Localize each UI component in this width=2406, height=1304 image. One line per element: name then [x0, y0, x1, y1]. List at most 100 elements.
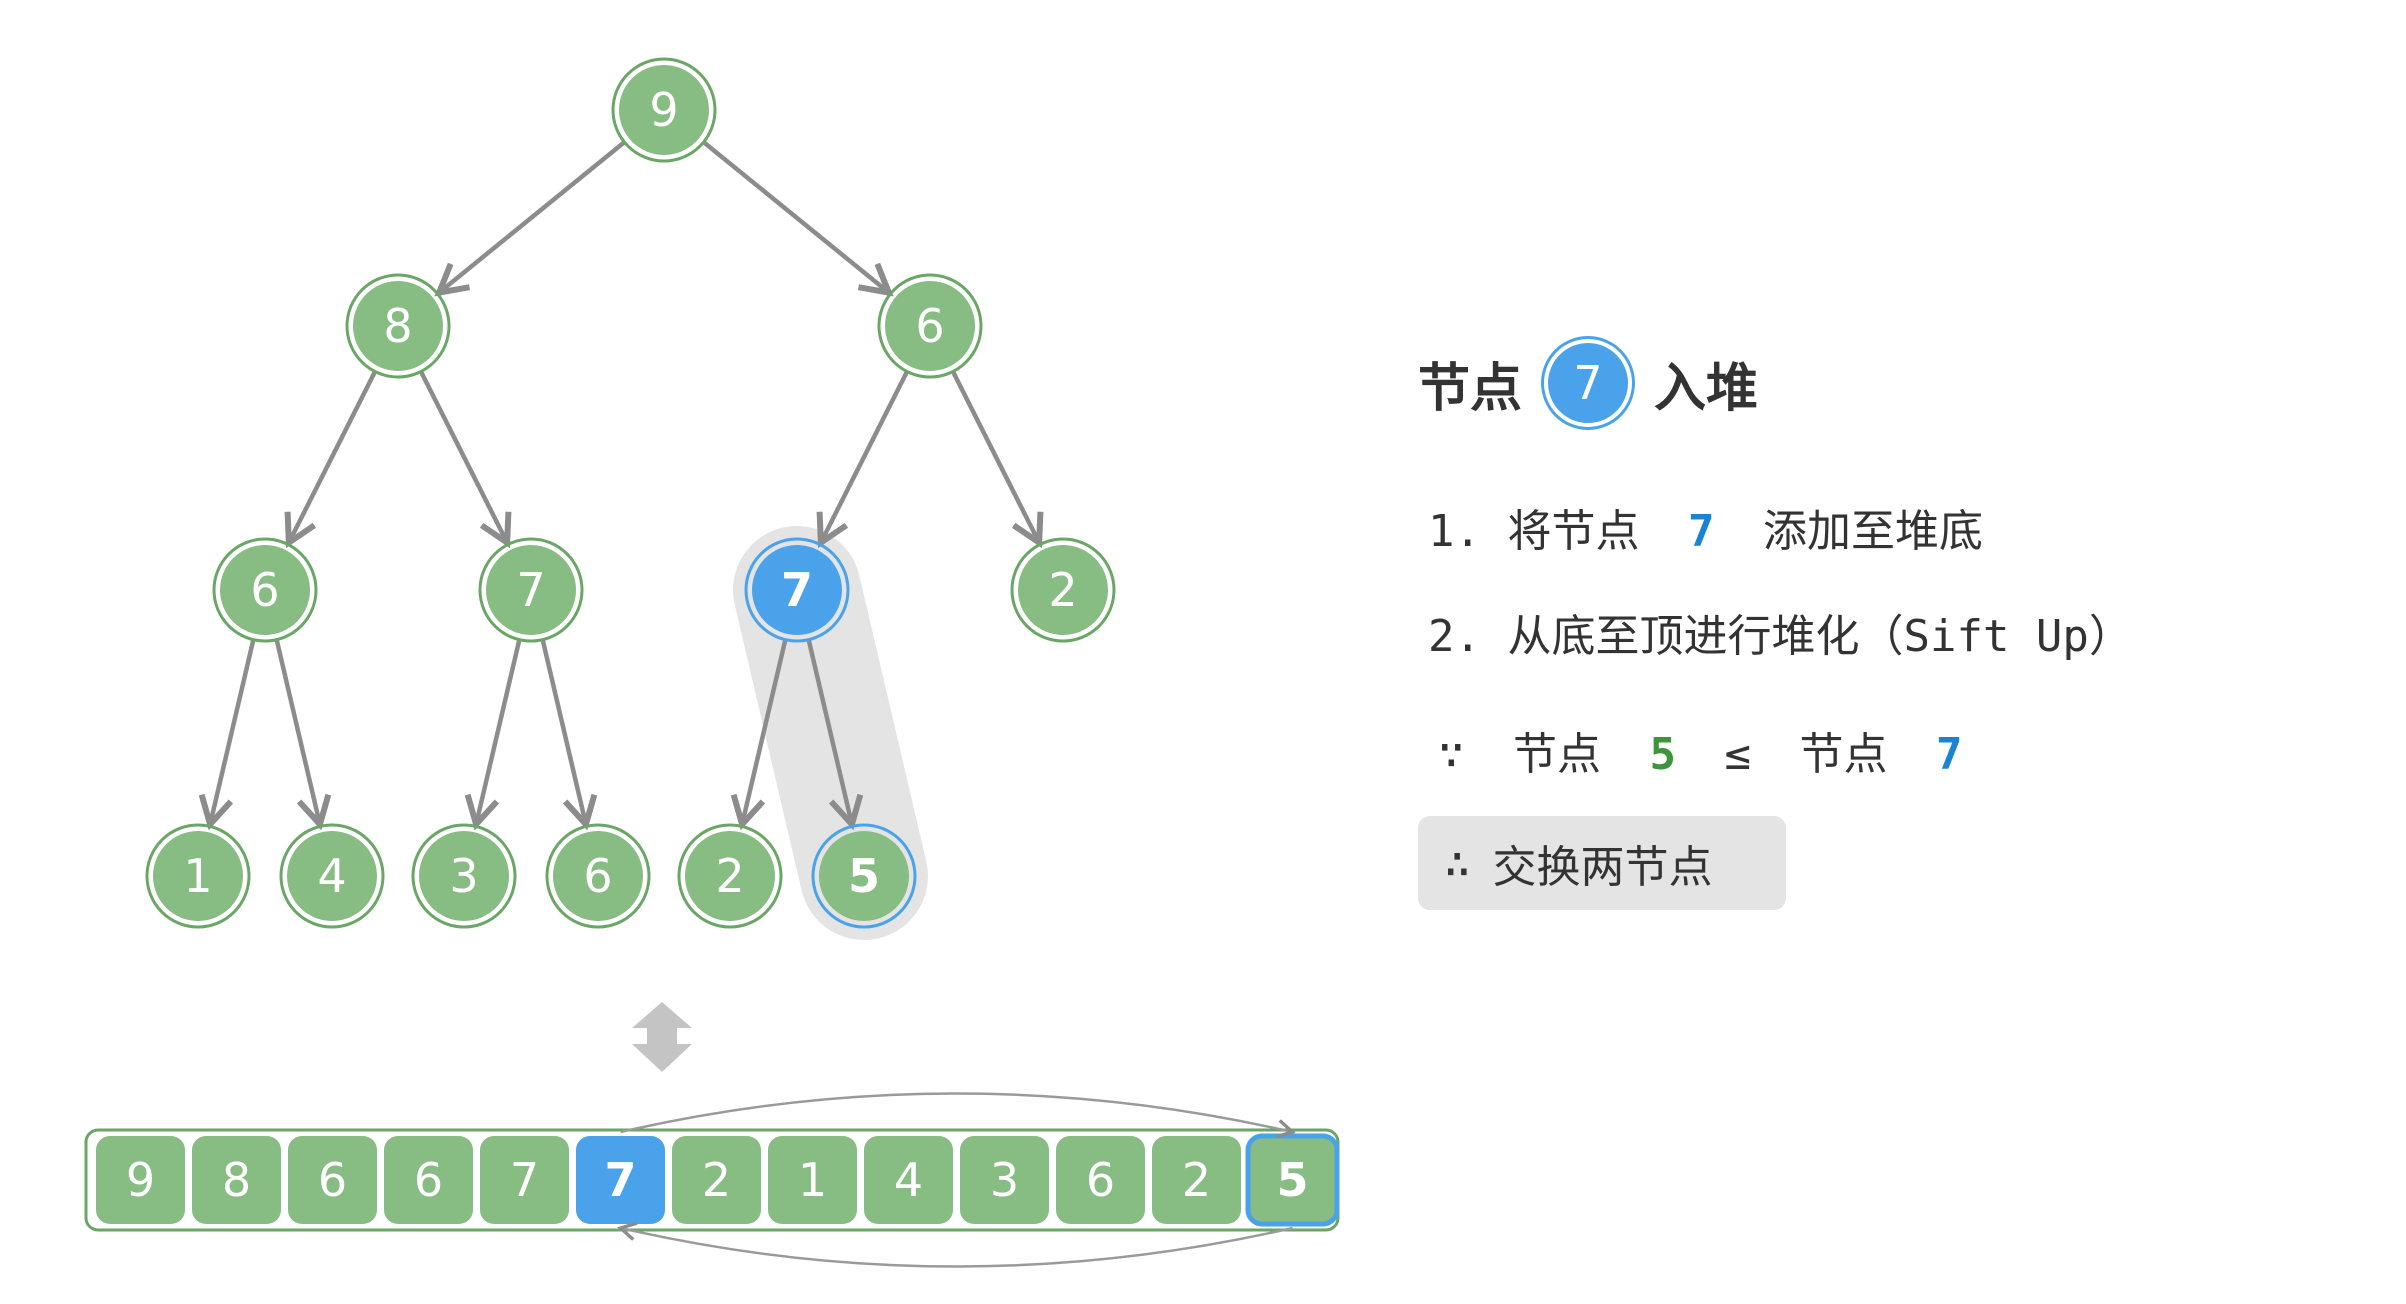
- tree-node-circle: [353, 281, 443, 371]
- tree-node-circle: [819, 831, 909, 921]
- array-swap-arrows: [620, 1092, 1293, 1268]
- tree-node-ring: [411, 823, 517, 929]
- tree-node: 8: [345, 273, 451, 379]
- array-cell-value: 2: [1182, 1153, 1211, 1207]
- array-cell-box: [576, 1136, 665, 1224]
- array-cell-value: 2: [702, 1153, 731, 1207]
- tree-node-ring: [145, 823, 251, 929]
- conclusion-text: 交换两节点: [1492, 842, 1713, 893]
- tree-edge: [439, 140, 626, 292]
- tree-node-ring: [677, 823, 783, 929]
- tree-edge: [476, 639, 522, 825]
- array-cell: 9: [96, 1136, 185, 1224]
- tree-node-circle: [153, 831, 243, 921]
- tree-edge: [950, 370, 1039, 543]
- tree-node: 2: [677, 823, 783, 929]
- tree-node-circle: [685, 831, 775, 921]
- tree-node: 3: [411, 823, 517, 929]
- tree-node-circle: [419, 831, 509, 921]
- array-cell: 3: [960, 1136, 1049, 1224]
- array-cell-box: [1152, 1136, 1241, 1224]
- tree-edge: [289, 370, 378, 543]
- tree-node-value: 6: [583, 849, 612, 903]
- array-cell-box: [384, 1136, 473, 1224]
- tree-edge: [210, 639, 256, 825]
- array-cell: 6: [1056, 1136, 1145, 1224]
- step-1-prefix: 1. 将节点: [1428, 506, 1640, 557]
- tree-node: 5: [811, 823, 917, 929]
- tree-node-value: 6: [915, 299, 944, 353]
- array-cell-value: 6: [318, 1153, 347, 1207]
- tree-node-value: 5: [848, 849, 880, 903]
- title-label-right: 入堆: [1654, 358, 1759, 419]
- cond-operator: ≤: [1724, 729, 1752, 780]
- tree-node-ring: [811, 823, 917, 929]
- array-cell: 7: [480, 1136, 569, 1224]
- array-cell-box: [864, 1136, 953, 1224]
- tree-node-circle: [885, 281, 975, 371]
- tree-edge: [540, 639, 586, 825]
- array-cell-box: [1056, 1136, 1145, 1224]
- conclusion-box: ∴ 交换两节点: [1418, 816, 1786, 910]
- tree-node: 9: [611, 57, 717, 163]
- tree-edge: [274, 639, 320, 825]
- tree-node-circle: [752, 545, 842, 635]
- cond-node-b-label: 节点: [1799, 729, 1888, 780]
- array-cell: 4: [864, 1136, 953, 1224]
- tree-node-circle: [553, 831, 643, 921]
- array-cell-box: [672, 1136, 761, 1224]
- tree-node: 6: [877, 273, 983, 379]
- tree-node-circle: [486, 545, 576, 635]
- tree-node-circle: [220, 545, 310, 635]
- tree-edge: [702, 140, 889, 292]
- step-1-value: 7: [1687, 506, 1715, 557]
- array-cell-value: 9: [126, 1153, 155, 1207]
- array-cell-value: 5: [1276, 1153, 1308, 1207]
- array-cell: 6: [288, 1136, 377, 1224]
- therefore-symbol: ∴: [1444, 837, 1471, 889]
- tree-node: 2: [1010, 537, 1116, 643]
- array-cell-box: [96, 1136, 185, 1224]
- tree-node-ring: [279, 823, 385, 929]
- tree-edge: [418, 370, 507, 543]
- tree-node-ring: [877, 273, 983, 379]
- tree-node-value: 3: [449, 849, 478, 903]
- tree-node-value: 9: [649, 83, 678, 137]
- tree-edges: [210, 140, 1039, 825]
- array-cell: 2: [1152, 1136, 1241, 1224]
- array-cell-value: 6: [1086, 1153, 1115, 1207]
- step-1-suffix: 添加至堆底: [1762, 506, 1983, 557]
- tree-node: 7: [744, 537, 850, 643]
- comparison-condition: ∵ 节点 5 ≤ 节点 7: [1438, 718, 1963, 782]
- array-cell: 1: [768, 1136, 857, 1224]
- array-cell: 6: [384, 1136, 473, 1224]
- array-cell-value: 7: [604, 1153, 636, 1207]
- because-symbol: ∵: [1438, 729, 1465, 780]
- tree-node-ring: [611, 57, 717, 163]
- tree-edge: [821, 370, 910, 543]
- title-label-left: 节点: [1418, 358, 1523, 419]
- tree-node: 1: [145, 823, 251, 929]
- tree-edge: [806, 639, 852, 825]
- swap-arc-top: [620, 1092, 1293, 1133]
- tree-node-ring: [1010, 537, 1116, 643]
- array-cell-box: [768, 1136, 857, 1224]
- tree-node-value: 1: [183, 849, 212, 903]
- array-cell-value: 1: [798, 1153, 827, 1207]
- step-1: 1. 将节点 7 添加至堆底: [1428, 495, 1983, 559]
- tree-node-value: 2: [1048, 563, 1077, 617]
- tree-node: 6: [545, 823, 651, 929]
- tree-node-value: 7: [516, 563, 545, 617]
- cond-node-a-value: 5: [1649, 729, 1677, 780]
- tree-node-ring: [478, 537, 584, 643]
- array-cell-value: 7: [510, 1153, 539, 1207]
- tree-node-ring: [212, 537, 318, 643]
- array-cell-value: 3: [990, 1153, 1019, 1207]
- array-cell-value: 8: [222, 1153, 251, 1207]
- tree-node: 7: [478, 537, 584, 643]
- tree-edge: [742, 639, 788, 825]
- tree-array-sync-arrow-icon: [632, 1002, 692, 1072]
